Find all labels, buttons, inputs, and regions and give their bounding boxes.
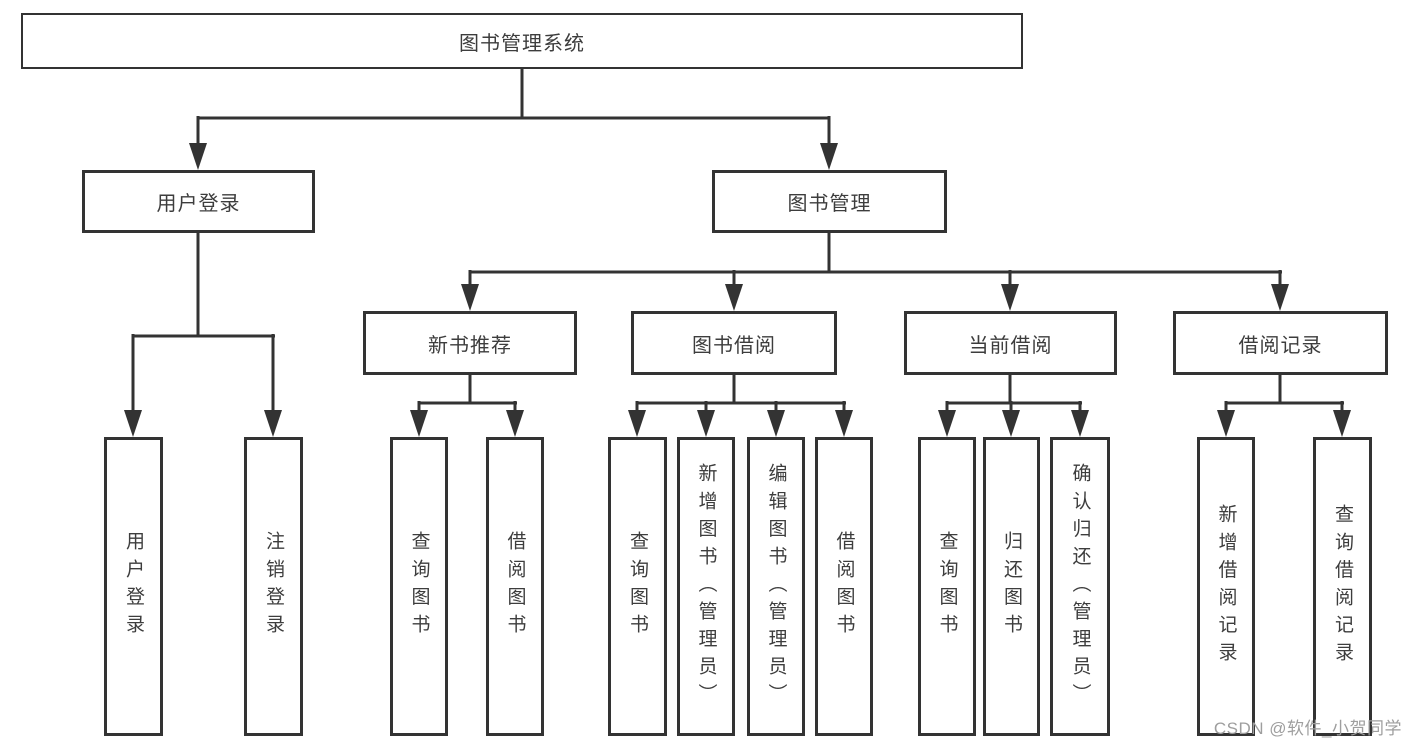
node-label-current-borrowing: 当前借阅 [968,334,1053,357]
leaf-label-query-borrow-record: 查询借阅记录 [1332,503,1353,670]
leaf-label-query-book-3: 查询图书 [936,531,958,642]
node-box-book-management: 图书管理 [712,170,947,233]
connector-new-rec-children [410,375,524,437]
node-box-user-login: 用户登录 [82,170,315,233]
node-label-user-login: 用户登录 [156,193,241,215]
leaf-box-query-book-2: 查询图书 [608,437,667,736]
node-label-book-management: 图书管理 [787,193,872,215]
leaf-label-user-login: 用户登录 [123,531,144,642]
connector-book-mgmt-children [461,233,1289,311]
leaf-box-user-login: 用户登录 [104,437,163,736]
connector-book-borrow-children [628,375,853,437]
leaf-label-query-book-1: 查询图书 [408,531,430,642]
leaf-label-confirm-return-admin: 确认归还（管理员） [1069,462,1091,711]
leaf-label-edit-book-admin: 编辑图书（管理员） [765,462,787,711]
leaf-label-logout: 注销登录 [263,531,284,642]
leaf-label-add-borrow-record: 新增借阅记录 [1215,503,1237,670]
node-box-system-root: 图书管理系统 [21,13,1023,69]
connector-root-to-level2 [189,69,838,170]
leaf-label-borrow-book-2: 借阅图书 [833,531,855,642]
node-box-current-borrowing: 当前借阅 [904,311,1117,375]
leaf-label-add-book-admin: 新增图书（管理员） [695,462,717,711]
node-label-borrowing-records: 借阅记录 [1238,334,1323,357]
leaf-box-query-borrow-record: 查询借阅记录 [1313,437,1372,736]
leaf-box-logout: 注销登录 [244,437,303,736]
csdn-watermark: CSDN @软件_小贺同学 [1213,719,1402,738]
node-box-borrowing-records: 借阅记录 [1173,311,1388,375]
leaf-box-add-borrow-record: 新增借阅记录 [1197,437,1255,736]
leaf-box-add-book-admin: 新增图书（管理员） [677,437,735,736]
node-box-book-borrowing: 图书借阅 [631,311,837,375]
node-box-new-book-recommend: 新书推荐 [363,311,577,375]
leaf-label-borrow-book-1: 借阅图书 [504,531,526,642]
leaf-label-query-book-2: 查询图书 [627,531,648,642]
leaf-box-borrow-book-1: 借阅图书 [486,437,544,736]
leaf-label-return-book: 归还图书 [1001,531,1022,642]
node-label-book-borrowing: 图书借阅 [692,334,776,357]
leaf-box-edit-book-admin: 编辑图书（管理员） [747,437,805,736]
leaf-box-confirm-return-admin: 确认归还（管理员） [1050,437,1110,736]
connector-cur-borrow-children [938,375,1089,437]
connector-borrow-rec-children [1217,375,1351,437]
leaf-box-query-book-1: 查询图书 [390,437,448,736]
node-label-new-book-recommend: 新书推荐 [428,334,512,357]
leaf-box-return-book: 归还图书 [983,437,1040,736]
connector-user-login-children [124,233,282,437]
node-label-system-root: 图书管理系统 [459,32,585,55]
leaf-box-borrow-book-2: 借阅图书 [815,437,873,736]
leaf-box-query-book-3: 查询图书 [918,437,976,736]
